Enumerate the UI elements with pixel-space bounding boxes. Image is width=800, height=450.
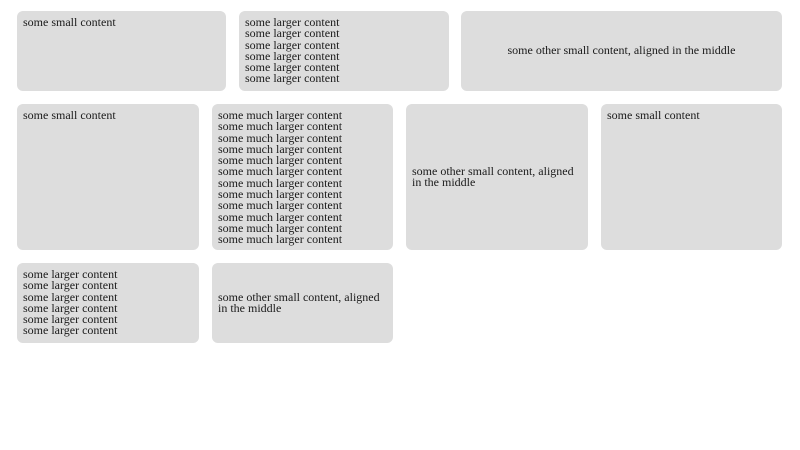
card-text: some much larger content <box>218 130 343 145</box>
card-text: some other small content, aligned in the… <box>218 289 380 315</box>
card-text: some larger content <box>23 267 118 281</box>
card-text: some much larger content <box>218 198 343 213</box>
card-text: some much larger content <box>218 164 343 179</box>
card-small: some small content <box>601 104 782 250</box>
card-text: some larger content <box>23 323 118 338</box>
card-text: some larger content <box>23 300 118 315</box>
card-middle-aligned: some other small content, aligned in the… <box>212 263 393 343</box>
card-text: some larger content <box>23 289 118 304</box>
card-larger: some larger content some larger content … <box>239 11 449 91</box>
card-text: some larger content <box>245 60 340 75</box>
card-small: some small content <box>17 104 199 250</box>
card-text: some much larger content <box>218 119 343 134</box>
card-text: some small content <box>607 108 700 122</box>
card-text: some larger content <box>245 71 340 86</box>
card-text: some small content <box>23 15 116 29</box>
card-text: some larger content <box>23 312 118 327</box>
card-text: some larger content <box>23 278 118 293</box>
card-text: some larger content <box>245 26 340 41</box>
card-larger: some larger content some larger content … <box>17 263 199 343</box>
card-middle-aligned: some other small content, aligned in the… <box>461 11 782 91</box>
card-small: some small content <box>17 11 226 91</box>
card-middle-aligned: some other small content, aligned in the… <box>406 104 588 250</box>
card-text: some larger content <box>245 37 340 52</box>
card-text: some other small content, aligned in the… <box>412 163 574 189</box>
card-text: some much larger content <box>218 187 343 202</box>
card-text: some small content <box>23 108 116 122</box>
card-text: some larger content <box>245 15 340 29</box>
card-much-larger: some much larger content some much large… <box>212 104 393 250</box>
card-text: some other small content, aligned in the… <box>507 43 736 58</box>
card-text: some much larger content <box>218 153 343 168</box>
card-text: some much larger content <box>218 232 343 247</box>
card-text: some much larger content <box>218 175 343 190</box>
card-text: some much larger content <box>218 209 343 224</box>
card-text: some much larger content <box>218 220 343 235</box>
card-text: some much larger content <box>218 108 343 122</box>
card-text: some much larger content <box>218 141 343 156</box>
card-text: some larger content <box>245 48 340 63</box>
